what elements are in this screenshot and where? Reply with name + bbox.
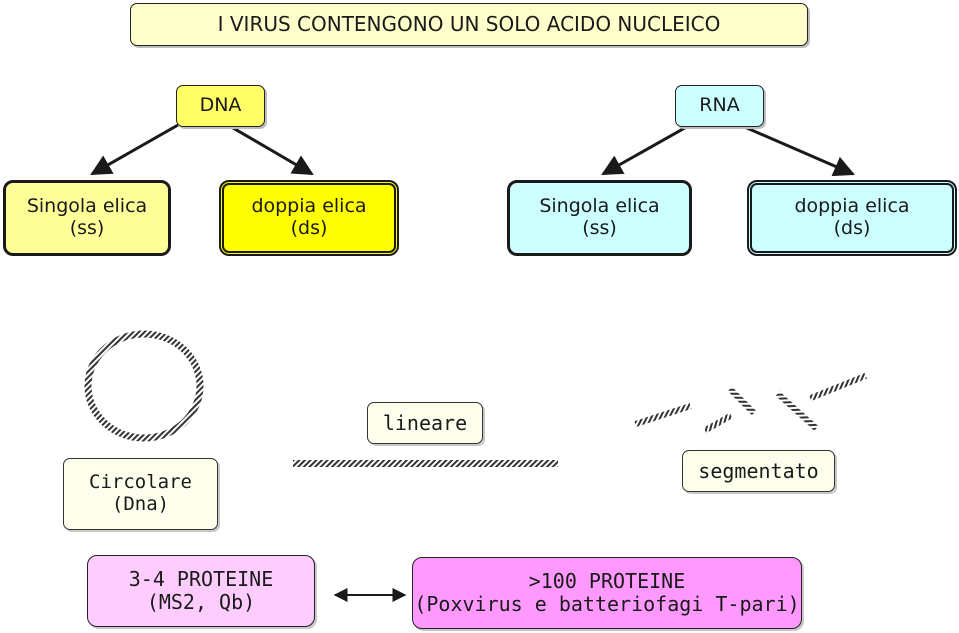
dna-ss-line2: (ss)	[69, 217, 105, 239]
dna-ds-line2: (ds)	[290, 217, 328, 239]
rna-node: RNA	[675, 85, 764, 127]
arrow-dna-to-ss	[90, 123, 179, 176]
rna-ds-line2: (ds)	[833, 217, 871, 239]
page-title: I VIRUS CONTENGONO UN SOLO ACIDO NUCLEIC…	[130, 3, 808, 46]
segmented-label: segmentato	[698, 458, 819, 483]
segmented-genome-icon	[634, 372, 867, 434]
large-protein-box: >100 PROTEINE (Poxvirus e batteriofagi T…	[412, 557, 802, 629]
genome-segment	[809, 372, 867, 402]
rna-single-strand-node: Singola elica (ss)	[507, 180, 692, 256]
dna-node: DNA	[176, 85, 265, 127]
genome-segment	[703, 412, 733, 434]
circular-line1: Circolare	[89, 471, 192, 494]
genome-segment	[775, 391, 819, 431]
small-protein-line1: 3-4 PROTEINE	[128, 567, 274, 591]
rna-ds-line1: doppia elica	[794, 195, 910, 218]
dna-ds-line1: doppia elica	[251, 195, 367, 218]
linear-genome-icon	[293, 460, 558, 467]
dna-single-strand-node: Singola elica (ss)	[3, 180, 171, 256]
arrow-rna-to-ss	[601, 123, 691, 176]
small-protein-line2: (MS2, Qb)	[146, 590, 256, 614]
segmented-label-box: segmentato	[682, 450, 835, 492]
genome-segment	[634, 403, 692, 427]
circular-genome-icon	[84, 330, 204, 442]
rna-ss-line1: Singola elica	[539, 195, 660, 218]
dna-double-strand-node: doppia elica (ds)	[219, 180, 399, 256]
genome-segment	[727, 386, 757, 416]
small-protein-box: 3-4 PROTEINE (MS2, Qb)	[87, 555, 315, 627]
arrow-dna-to-ds	[227, 123, 314, 176]
large-protein-line1: >100 PROTEINE	[528, 569, 686, 593]
circular-line2: (Dna)	[111, 493, 170, 515]
circular-label-box: Circolare (Dna)	[63, 458, 218, 530]
linear-label: lineare	[382, 410, 468, 435]
arrow-rna-to-ds	[739, 123, 855, 177]
dna-label: DNA	[199, 94, 242, 117]
large-protein-line2: (Poxvirus e batteriofagi T-pari)	[414, 592, 800, 616]
rna-double-strand-node: doppia elica (ds)	[747, 180, 957, 256]
page-title-text: I VIRUS CONTENGONO UN SOLO ACIDO NUCLEIC…	[217, 12, 721, 36]
dna-ss-line1: Singola elica	[26, 195, 148, 218]
linear-label-box: lineare	[367, 402, 483, 444]
rna-label: RNA	[699, 94, 740, 117]
rna-ss-line2: (ss)	[582, 217, 617, 239]
